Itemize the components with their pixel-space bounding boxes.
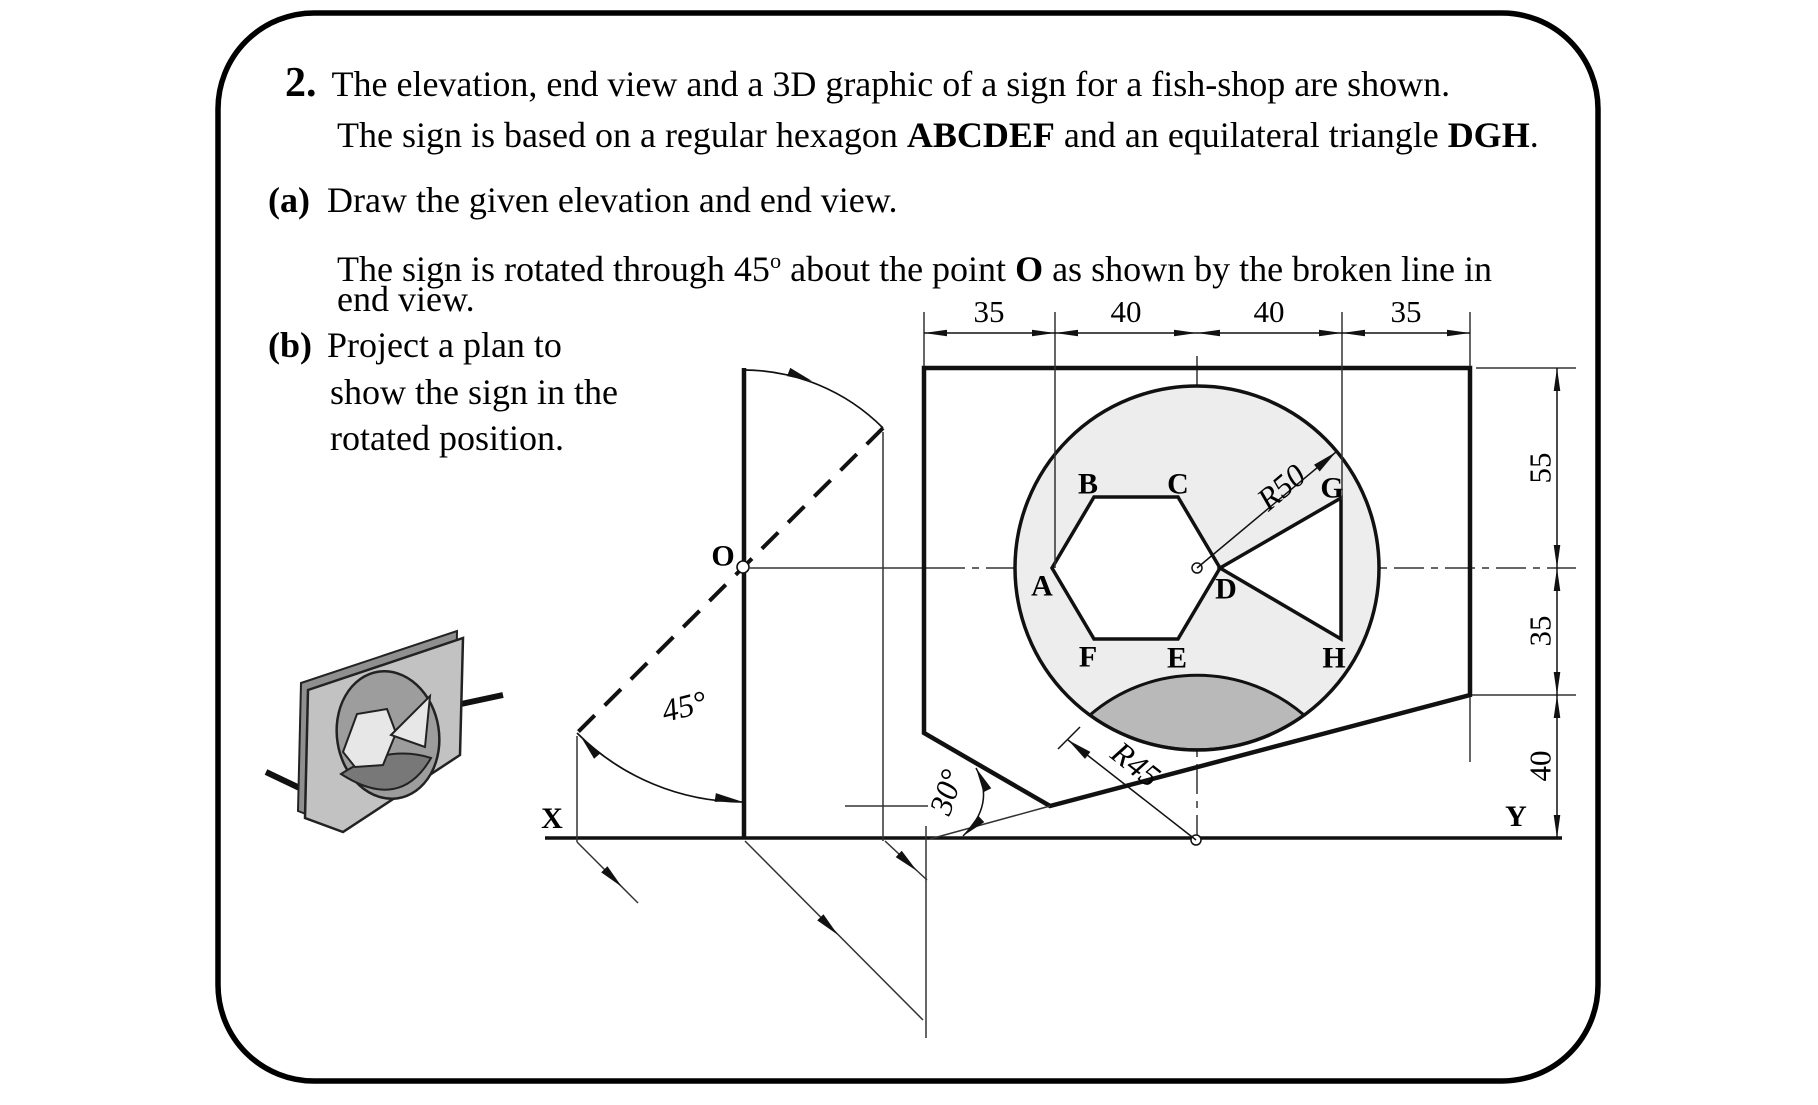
part-a-row: (a) Draw the given elevation and end view… [268, 180, 897, 220]
rotation-arc-bottom [576, 732, 744, 803]
page-border [215, 10, 1601, 1084]
end-view: O 45° [575, 367, 885, 838]
rotation-line-1: The sign is rotated through 45o about th… [337, 241, 1492, 289]
label-a: A [1031, 570, 1053, 603]
part-b-line-2: show the sign in the [330, 372, 618, 412]
proj-arrow-2 [817, 914, 842, 939]
rotated-position-broken-line [575, 426, 885, 735]
dim-40-right: 40 [1254, 294, 1285, 329]
label-d: D [1215, 573, 1237, 606]
r45-leader-line [1067, 739, 1197, 841]
pivot-point-o-marker [736, 560, 750, 574]
part-a-label: (a) [268, 180, 310, 220]
label-g: G [1320, 472, 1343, 505]
rotation-arc-top [742, 369, 884, 429]
top-dimension-chain: 35 40 40 35 [923, 294, 1471, 568]
part-b-line-3: rotated position. [330, 418, 564, 458]
label-f: F [1079, 641, 1097, 674]
dim-35-right-side: 35 [1523, 616, 1558, 647]
line2-end: . [1529, 115, 1539, 155]
problem-line-2: The sign is based on a regular hexagon A… [337, 115, 1539, 155]
dim-35-left: 35 [974, 294, 1005, 329]
part-b-row-1: (b) Project a plan to [268, 325, 562, 365]
line2-pre: The sign is based on a regular hexagon [337, 115, 907, 155]
rotation-line-2: end view. [337, 279, 475, 319]
plan-projection-construction [576, 432, 928, 1038]
circle-r50-outline [1013, 384, 1381, 752]
label-o: O [711, 540, 734, 573]
angle-45-arrow-lower [714, 793, 741, 806]
dim-40-left: 40 [1111, 294, 1142, 329]
label-x: X [541, 802, 563, 835]
proj-arrow-1 [601, 866, 626, 891]
dim-40-right-side: 40 [1523, 751, 1558, 782]
label-e: E [1167, 642, 1187, 675]
label-c: C [1167, 468, 1189, 501]
r45-tick [1057, 726, 1081, 750]
elevation-view: A B C D E F G H R50 R45 30° [748, 356, 1576, 846]
part-a-text: Draw the given elevation and end view. [326, 180, 898, 220]
r50-leader-line [1196, 451, 1337, 569]
slant-extension-line [929, 805, 1051, 840]
degree-sup: o [769, 248, 782, 273]
part-b-label: (b) [268, 325, 312, 365]
problem-line-1: 2. The elevation, end view and a 3D graph… [285, 60, 1451, 106]
label-45-degrees: 45° [658, 683, 710, 729]
triangle-name: DGH [1447, 115, 1530, 155]
right-dimension-chain: 55 35 40 [1469, 367, 1576, 838]
rot-pre: The sign is rotated through 45 [337, 249, 770, 289]
hexagon-name: ABCDEF [906, 115, 1055, 155]
dim-55: 55 [1523, 453, 1558, 484]
triangle-dgh [1216, 494, 1343, 643]
rot-mid: about the point [781, 249, 1016, 289]
label-y: Y [1505, 800, 1527, 833]
sign-plate-outline [921, 365, 1473, 809]
label-h: H [1322, 642, 1345, 675]
sign-3d-graphic [264, 629, 504, 834]
triangle-3d [389, 693, 432, 749]
dim-35-right: 35 [1391, 294, 1422, 329]
point-o-ref: O [1015, 249, 1044, 289]
label-30-degrees: 30° [922, 765, 970, 820]
rotation-arrow-top [787, 367, 814, 386]
pole-right-3d [460, 692, 504, 707]
problem-number: 2. [285, 60, 317, 106]
part-b-line-1: Project a plan to [327, 325, 562, 365]
rot-end: as shown by the broken line in [1043, 249, 1493, 289]
label-b: B [1078, 468, 1098, 501]
problem-line-1-text: The elevation, end view and a 3D graphic… [331, 64, 1451, 104]
line2-mid: and an equilateral triangle [1054, 115, 1448, 155]
